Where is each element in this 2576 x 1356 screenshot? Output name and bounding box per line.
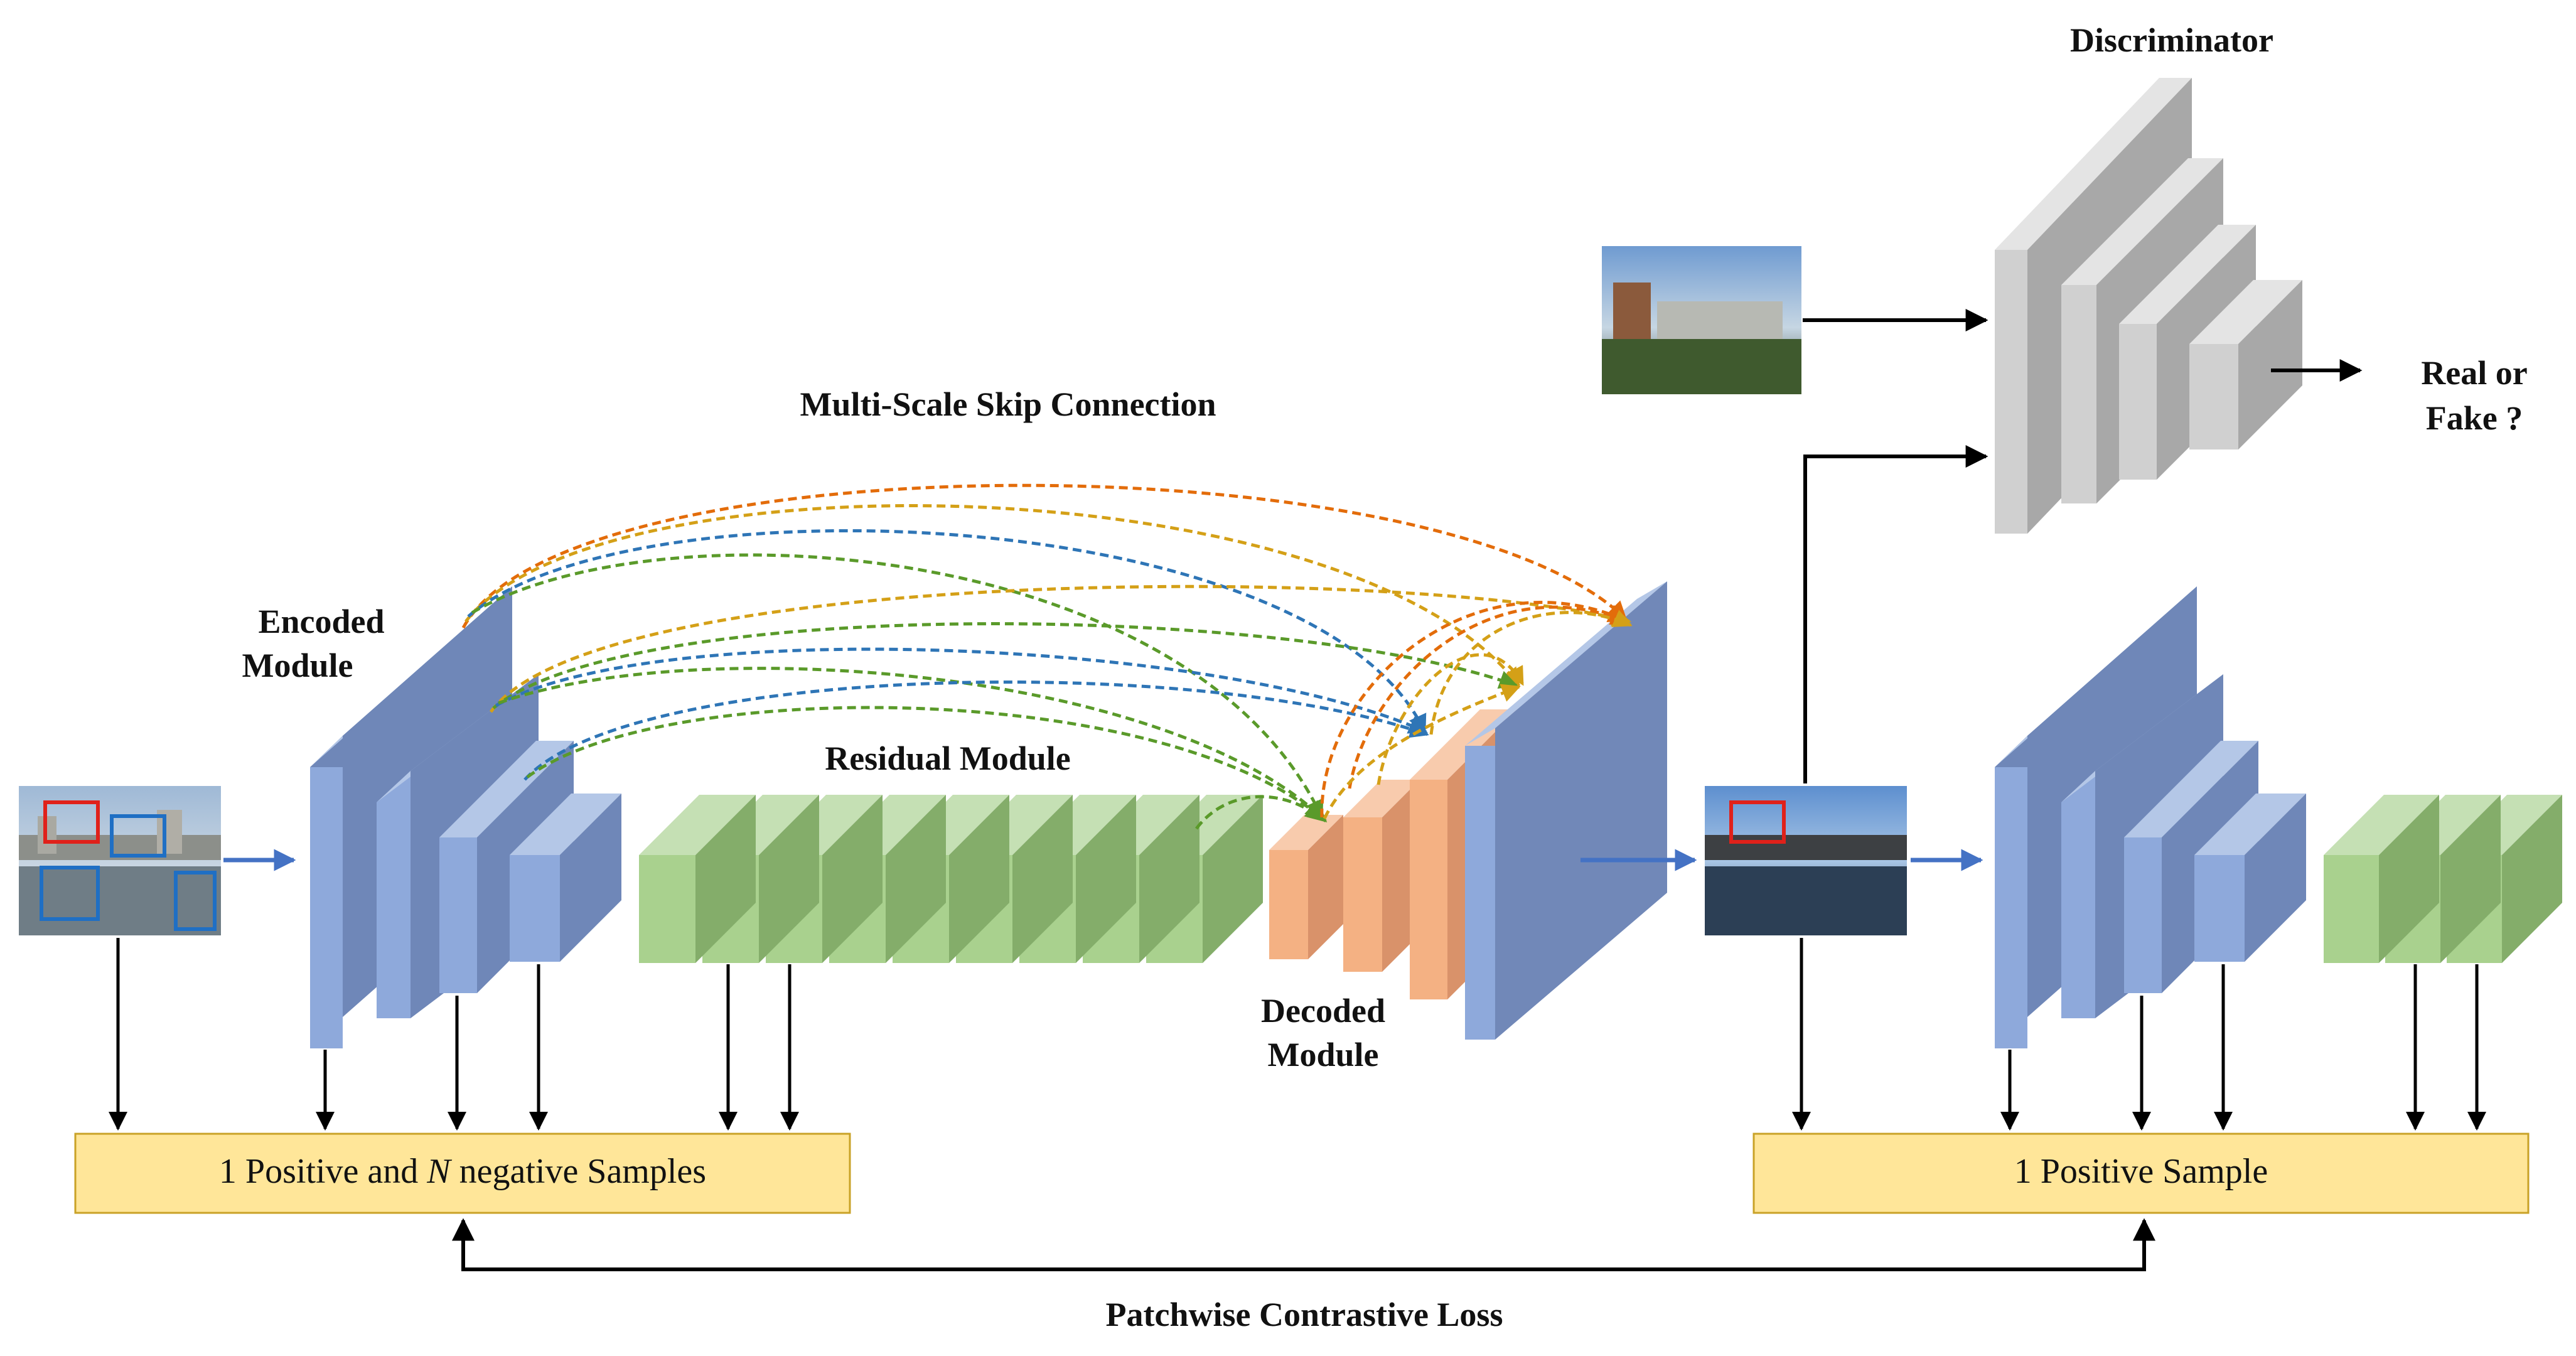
flow-arrows [109,309,2486,1271]
encoded-module-copy [1995,586,2306,1048]
encoded-module [310,586,621,1048]
decoded-label-line2: Module [1267,1036,1378,1074]
positive-patch-box [1729,800,1786,844]
discriminator-label: Discriminator [2070,21,2273,59]
sample-box-left: 1 Positive and N negative Samples [74,1133,851,1214]
encoded-label-line2: Module [242,647,353,684]
patchwise-loss-label: Patchwise Contrastive Loss [1106,1296,1503,1333]
sample-box-right: 1 Positive Sample [1752,1133,2530,1214]
sample-box-left-text: 1 Positive and N negative Samples [219,1152,706,1191]
encoded-label-line1: Encoded [258,603,384,640]
residual-module-copy [2324,795,2562,963]
positive-patch-box [43,800,100,844]
decoder-output-layer [1465,581,1667,1040]
discriminator-network [1995,78,2302,534]
output-photo [1705,786,1907,935]
real-or-fake-label-line1: Real or [2421,354,2527,392]
sample-box-right-text: 1 Positive Sample [2014,1152,2268,1191]
target-photo [1602,246,1801,394]
labels: Discriminator Real or Fake ? Multi-Scale… [242,21,2527,1333]
skip-connections [461,483,1633,830]
residual-label: Residual Module [825,740,1071,777]
decoded-label-line1: Decoded [1261,992,1385,1030]
residual-block [639,795,756,963]
real-or-fake-label-line2: Fake ? [2426,399,2523,437]
multiscale-label: Multi-Scale Skip Connection [800,385,1216,423]
residual-module [639,795,1263,963]
negative-patch-box [40,866,100,921]
residual-block [2324,795,2439,963]
negative-patch-box [174,871,217,931]
negative-patch-box [110,814,166,858]
input-photo [19,786,221,935]
